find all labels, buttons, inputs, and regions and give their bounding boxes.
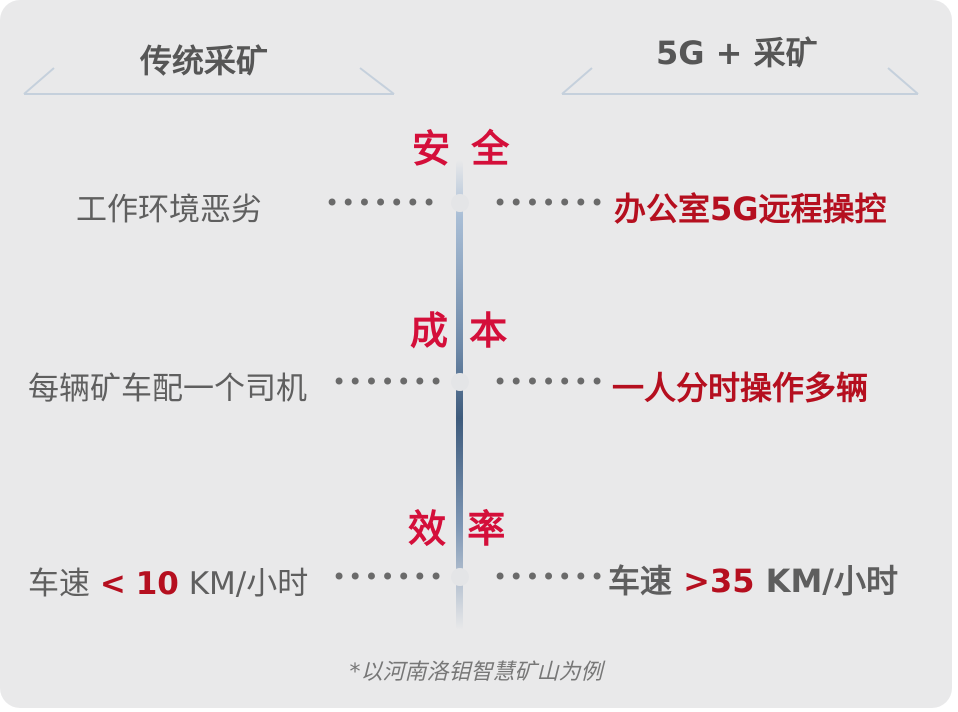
header-underline-right bbox=[561, 67, 919, 95]
category-safety: 安 全 bbox=[412, 127, 514, 171]
row2-right-text: 一人分时操作多辆 bbox=[612, 369, 869, 407]
row1-right-dots: ••••••• bbox=[493, 189, 607, 217]
category-cost: 成 本 bbox=[410, 309, 512, 353]
row3-left-unit: KM/小时 bbox=[188, 566, 309, 602]
row3-right-dots: ••••••• bbox=[493, 563, 607, 591]
axis-node-1 bbox=[451, 194, 469, 212]
row3-left-prefix: 车速 bbox=[28, 566, 100, 602]
axis-node-2 bbox=[451, 373, 469, 391]
row3-left-op: < bbox=[99, 566, 126, 602]
row1-left-text: 工作环境恶劣 bbox=[76, 192, 262, 228]
row1-left-dots: ••••••• bbox=[325, 189, 439, 217]
row2-left-dots: ••••••• bbox=[332, 368, 446, 396]
row3-right-op: > bbox=[683, 562, 710, 600]
center-axis-line bbox=[456, 160, 463, 630]
row3-left-text: 车速 < 10 KM/小时 bbox=[28, 558, 308, 603]
header-traditional-mining: 传统采矿 bbox=[140, 42, 269, 80]
row1-right-text: 办公室5G远程操控 bbox=[614, 190, 887, 228]
row3-right-unit: KM/小时 bbox=[765, 562, 898, 600]
row3-right-prefix: 车速 bbox=[608, 562, 684, 600]
row3-left-num: 10 bbox=[135, 566, 179, 602]
axis-node-3 bbox=[451, 568, 469, 586]
row2-left-text: 每辆矿车配一个司机 bbox=[28, 371, 307, 407]
row3-right-text: 车速 >35 KM/小时 bbox=[608, 556, 898, 602]
row3-right-num: 35 bbox=[709, 562, 755, 600]
category-efficiency: 效 率 bbox=[408, 507, 510, 551]
footnote: *以河南洛钼智慧矿山为例 bbox=[349, 660, 603, 685]
header-underline-left bbox=[23, 67, 395, 95]
row2-right-dots: ••••••• bbox=[493, 368, 607, 396]
row3-left-dots: ••••••• bbox=[332, 563, 446, 591]
header-5g-mining: 5G + 采矿 bbox=[656, 34, 818, 72]
